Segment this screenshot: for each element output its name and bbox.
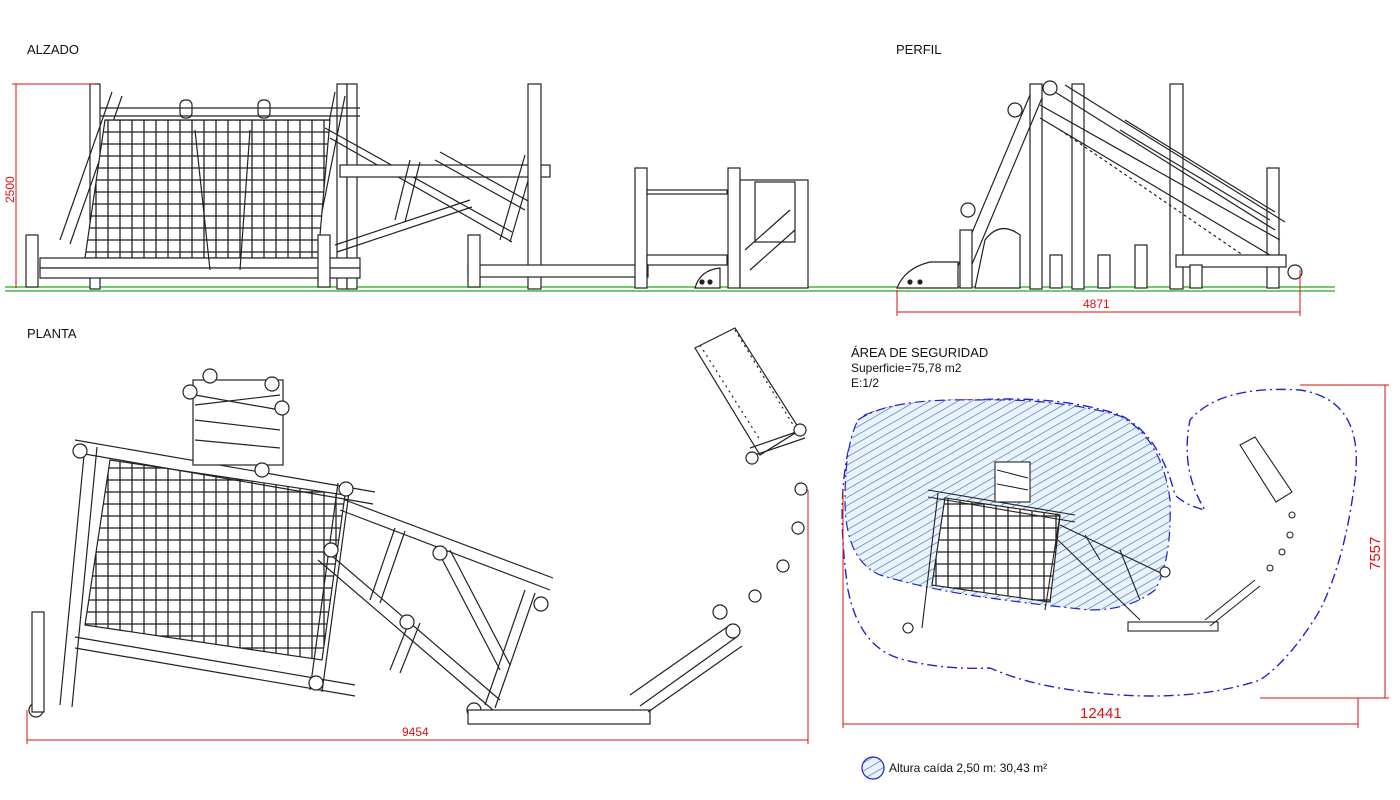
plan-view	[28, 327, 808, 725]
fall-height-zone	[844, 399, 1171, 611]
elevation-view	[5, 83, 1335, 292]
elevation-height-dimension-label: 2500	[3, 176, 17, 203]
safety-height-dimension-label: 7557	[1367, 536, 1384, 570]
profile-title: PERFIL	[896, 42, 942, 57]
stepping-posts-plan	[748, 482, 808, 603]
plan-width-dimension	[26, 490, 809, 744]
safety-dimensions	[842, 384, 1389, 728]
plan-width-dimension-label: 9454	[402, 725, 429, 739]
profile-width-dimension-label: 4871	[1083, 297, 1110, 311]
plan-title: PLANTA	[27, 326, 77, 341]
profile-width-dimension	[896, 270, 1301, 316]
safety-area-scale: E:1/2	[851, 376, 880, 390]
safety-area-surface: Superficie=75,78 m2	[851, 361, 962, 375]
ramp-plan	[694, 327, 807, 465]
safety-area-view	[841, 388, 1357, 697]
safety-equipment-footprint	[902, 436, 1296, 634]
climbing-net-plan	[28, 439, 376, 718]
elevation-title: ALZADO	[27, 42, 80, 57]
log-bridge-elevation	[324, 83, 649, 290]
tower-elevation	[634, 167, 809, 289]
legend-label: Altura caída 2,50 m: 30,43 m²	[889, 761, 1048, 775]
ladder-plan	[182, 368, 290, 478]
legend-swatch	[861, 756, 885, 780]
climbing-net-elevation	[25, 83, 361, 290]
safety-boundary	[841, 388, 1357, 697]
slide-plan	[467, 604, 743, 725]
elevation-height-dimension	[12, 83, 95, 288]
safety-area-title: ÁREA DE SEGURIDAD	[851, 345, 989, 360]
profile-view	[896, 80, 1303, 290]
safety-width-dimension-label: 12441	[1080, 705, 1122, 722]
